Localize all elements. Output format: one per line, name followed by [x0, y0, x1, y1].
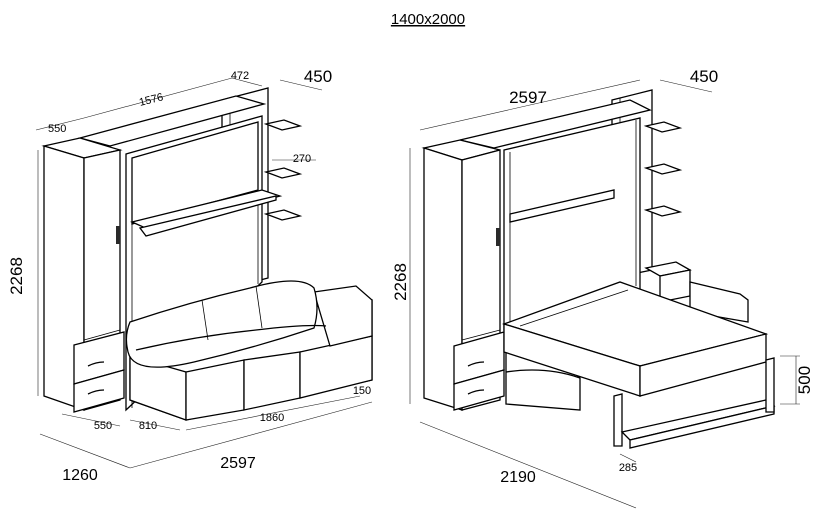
label-bed-height: 500 — [795, 366, 814, 394]
right-view-drawing — [421, 89, 776, 449]
label-left-total-depth: 1260 — [62, 467, 98, 484]
label-left-top-width: 1576 — [138, 91, 165, 109]
right-view-dimension-lines — [409, 79, 800, 509]
label-left-height: 2268 — [7, 257, 26, 295]
label-left-total-width: 2597 — [220, 455, 256, 472]
label-right-total-depth: 2190 — [500, 469, 536, 486]
left-view-drawing — [41, 87, 373, 421]
label-right-shelf-depth: 450 — [690, 67, 718, 86]
label-sofa-depth: 810 — [139, 420, 157, 432]
label-left-top-depth: 472 — [231, 70, 249, 82]
label-sofa-width: 1860 — [260, 412, 284, 424]
label-right-height: 2268 — [391, 263, 410, 301]
label-left-shelf-small: 270 — [293, 153, 311, 165]
label-right-top-width: 2597 — [509, 88, 547, 107]
label-left-shelf-depth: 450 — [304, 67, 332, 86]
label-sofa-arm: 150 — [353, 385, 371, 397]
label-leg-depth: 285 — [619, 462, 637, 474]
left-view-dimension-lines — [35, 77, 373, 469]
label-cabinet-top-depth: 550 — [48, 123, 66, 135]
label-left-bottom-depth: 550 — [94, 420, 112, 432]
diagram-title: 1400x2000 — [391, 11, 465, 28]
